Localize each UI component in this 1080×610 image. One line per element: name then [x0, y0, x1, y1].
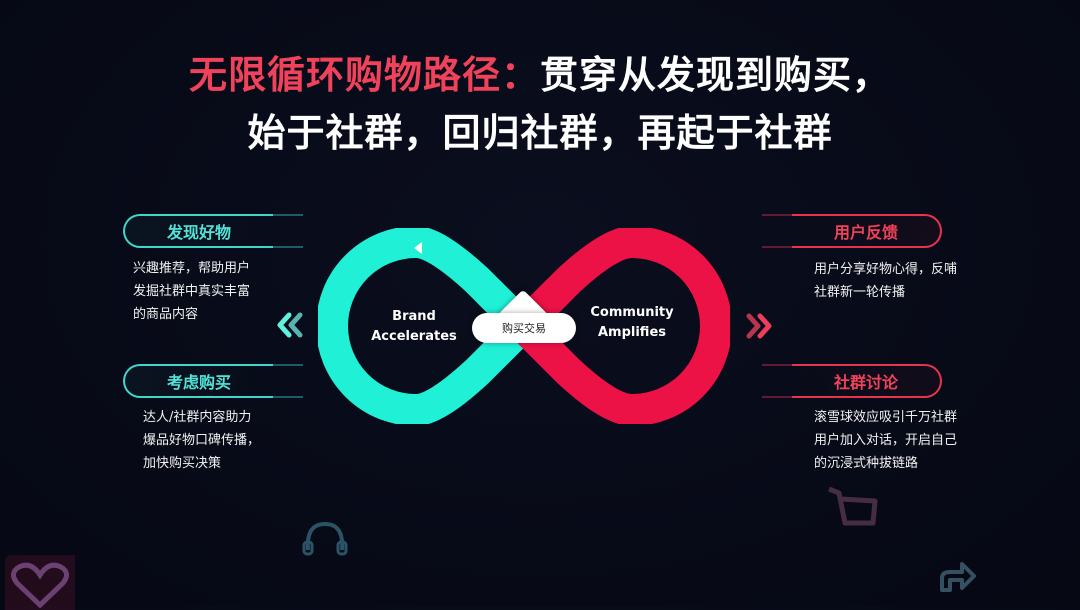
desc-line: 社群新一轮传播: [814, 285, 906, 300]
share-icon: [940, 562, 976, 592]
discover-goods-label: 发现好物: [123, 214, 303, 248]
title-rest: 贯穿从发现到购买，: [540, 53, 892, 97]
brand-accelerates-label: Brand Accelerates: [360, 307, 468, 347]
user-feedback-desc: 用户分享好物心得，反哺 社群新一轮传播: [814, 258, 957, 304]
heart-icon: [5, 555, 75, 610]
label-line: Amplifies: [597, 325, 666, 340]
chevron-double-right-icon: [746, 313, 772, 339]
label-line: Community: [590, 305, 674, 320]
desc-line: 的商品内容: [133, 307, 199, 322]
title-highlight: 无限循环购物路径：: [188, 53, 540, 97]
desc-line: 用户加入对话，开启自己: [814, 433, 958, 448]
page-title-line-2: 始于社群，回归社群，再起于社群: [247, 111, 833, 155]
center-label: 购买交易: [502, 322, 546, 335]
consider-purchase-label: 考虑购买: [123, 364, 303, 398]
desc-line: 滚雪球效应吸引千万社群: [814, 410, 958, 425]
community-amplifies-label: Community Amplifies: [578, 303, 686, 343]
desc-line: 爆品好物口碑传播，: [143, 433, 261, 448]
purchase-transaction-badge: 购买交易: [472, 313, 576, 343]
desc-line: 发掘社群中真实丰富: [133, 284, 251, 299]
desc-line: 用户分享好物心得，反哺: [814, 262, 958, 277]
desc-line: 加快购买决策: [143, 456, 222, 471]
cart-icon: [828, 486, 878, 526]
desc-line: 兴趣推荐，帮助用户: [133, 261, 251, 276]
desc-line: 达人/社群内容助力: [143, 410, 252, 425]
page-title-line-1: 无限循环购物路径：贯穿从发现到购买，: [0, 44, 1080, 99]
community-discussion-label: 社群讨论: [762, 364, 942, 398]
chevron-double-left-icon: [277, 312, 303, 338]
consider-purchase-desc: 达人/社群内容助力 爆品好物口碑传播， 加快购买决策: [143, 406, 260, 475]
community-discussion-desc: 滚雪球效应吸引千万社群 用户加入对话，开启自己 的沉浸式种拔链路: [814, 406, 957, 475]
headset-icon: [302, 521, 348, 556]
discover-goods-desc: 兴趣推荐，帮助用户 发掘社群中真实丰富 的商品内容: [133, 257, 250, 326]
label-line: Brand: [392, 309, 436, 324]
user-feedback-label: 用户反馈: [762, 214, 942, 248]
label-line: Accelerates: [371, 329, 457, 344]
desc-line: 的沉浸式种拔链路: [814, 456, 919, 471]
